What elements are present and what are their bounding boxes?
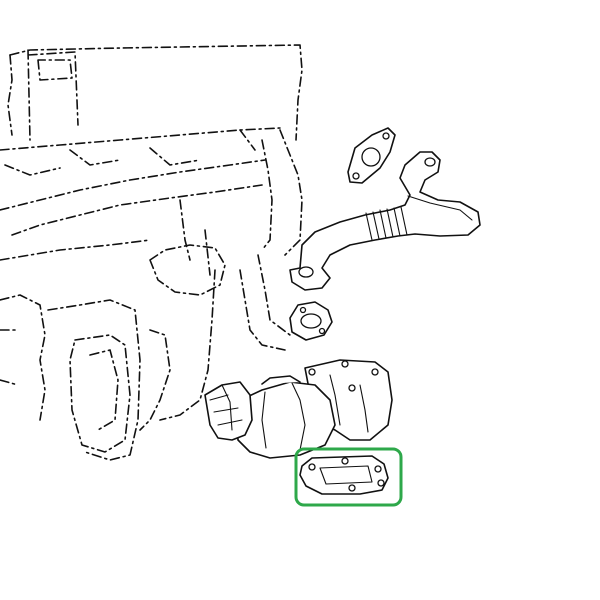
egr-valve-gasket [299, 455, 389, 495]
egr-valve [204, 359, 393, 459]
pipe-gasket-bottom [289, 301, 333, 341]
egr-pipe [289, 151, 481, 291]
pipe-gasket-top [347, 127, 396, 184]
highlight-box [294, 447, 403, 507]
engine-block-outline [0, 44, 303, 461]
